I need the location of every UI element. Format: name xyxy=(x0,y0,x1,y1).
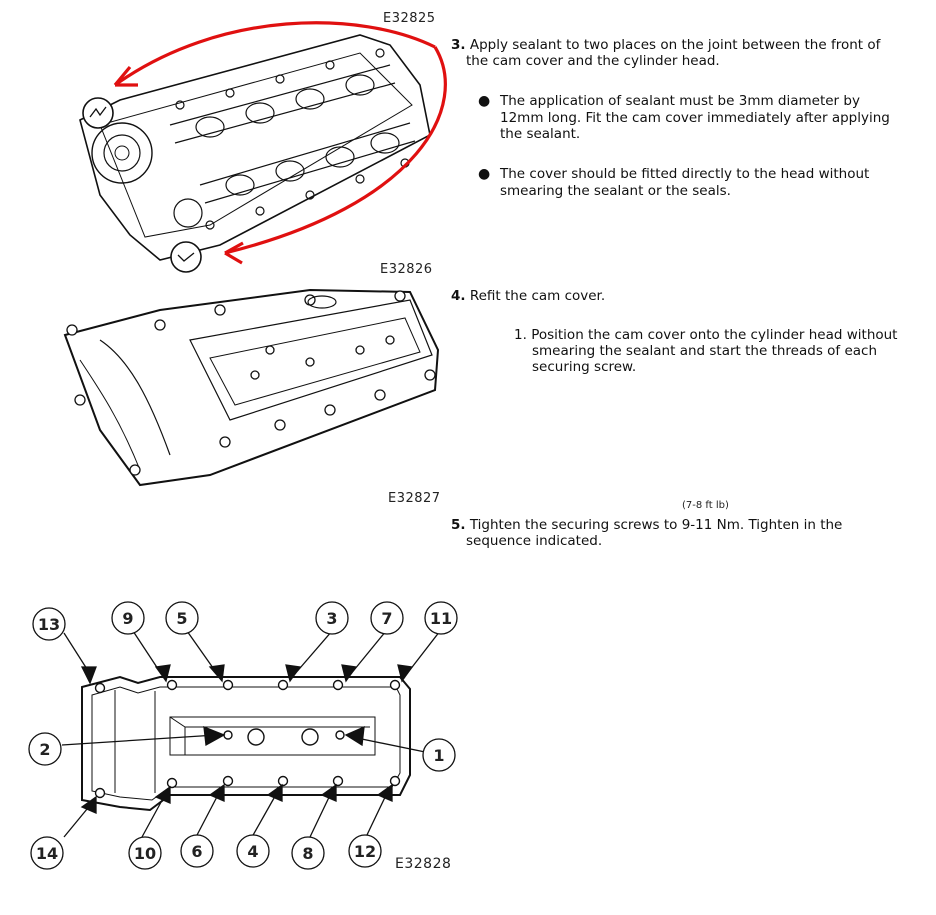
sequence-number: 7 xyxy=(381,609,392,628)
sequence-number: 14 xyxy=(36,844,58,863)
bullet-item: ● The application of sealant must be 3mm… xyxy=(478,93,890,143)
step-text: Tighten the securing screws to 9-11 Nm. … xyxy=(469,517,843,533)
sequence-number: 4 xyxy=(247,842,258,861)
bullet-item: ● The cover should be fitted directly to… xyxy=(478,166,869,199)
step-text: Apply sealant to two places on the joint… xyxy=(469,37,881,53)
sequence-number: 11 xyxy=(430,609,452,628)
bullet-text: the sealant. xyxy=(500,126,581,142)
sequence-number: 6 xyxy=(191,842,202,861)
step-3-continued: the cam cover and the cylinder head. xyxy=(466,53,720,69)
substep-number: 1. xyxy=(514,327,527,343)
sequence-number: 2 xyxy=(39,740,50,759)
bullet-text: 12mm long. Fit the cam cover immediately… xyxy=(500,109,890,126)
bullet-text: The cover should be fitted directly to t… xyxy=(500,166,870,182)
tightening-sequence-diagram: 13 9 5 3 7 11 2 1 14 10 6 4 8 12 xyxy=(28,601,458,870)
step-text: Refit the cam cover. xyxy=(469,288,606,304)
sequence-number: 1 xyxy=(433,746,444,765)
bullet-icon: ● xyxy=(478,93,491,109)
step-5-continued: sequence indicated. xyxy=(466,533,603,549)
bullet-icon: ● xyxy=(478,166,491,182)
step-4: 4. Refit the cam cover. xyxy=(451,288,605,305)
sequence-number: 8 xyxy=(302,844,313,863)
substep-text: smearing the sealant and start the threa… xyxy=(532,343,878,359)
sequence-number: 10 xyxy=(134,844,156,863)
step-3: 3. Apply sealant to two places on the jo… xyxy=(451,37,880,54)
step-5: 5. Tighten the securing screws to 9-11 N… xyxy=(451,517,842,534)
bullet-text: The application of sealant must be 3mm d… xyxy=(500,93,860,109)
sequence-number: 9 xyxy=(122,609,133,628)
sequence-number: 13 xyxy=(38,615,60,634)
substep-item: 1. Position the cam cover onto the cylin… xyxy=(514,327,897,344)
red-annotation-arrows xyxy=(113,21,447,265)
step-number: 4. xyxy=(451,288,466,304)
torque-note: (7-8 ft lb) xyxy=(682,500,729,511)
figure-code: E32825 xyxy=(383,11,436,26)
bullet-text: smearing the sealant or the seals. xyxy=(500,182,731,199)
sequence-number: 5 xyxy=(176,609,187,628)
figure-code: E32827 xyxy=(388,491,441,506)
sequence-number: 12 xyxy=(354,842,376,861)
substep-text: securing screw. xyxy=(532,359,637,375)
figure-code: E32826 xyxy=(380,262,433,277)
cam-cover-illustration xyxy=(63,288,440,487)
step-number: 5. xyxy=(451,517,466,533)
sequence-number: 3 xyxy=(326,609,337,628)
step-number: 3. xyxy=(451,37,466,53)
figure-code: E32828 xyxy=(395,856,452,872)
substep-text: Position the cam cover onto the cylinder… xyxy=(531,327,898,343)
cylinder-head-illustration xyxy=(79,34,431,273)
